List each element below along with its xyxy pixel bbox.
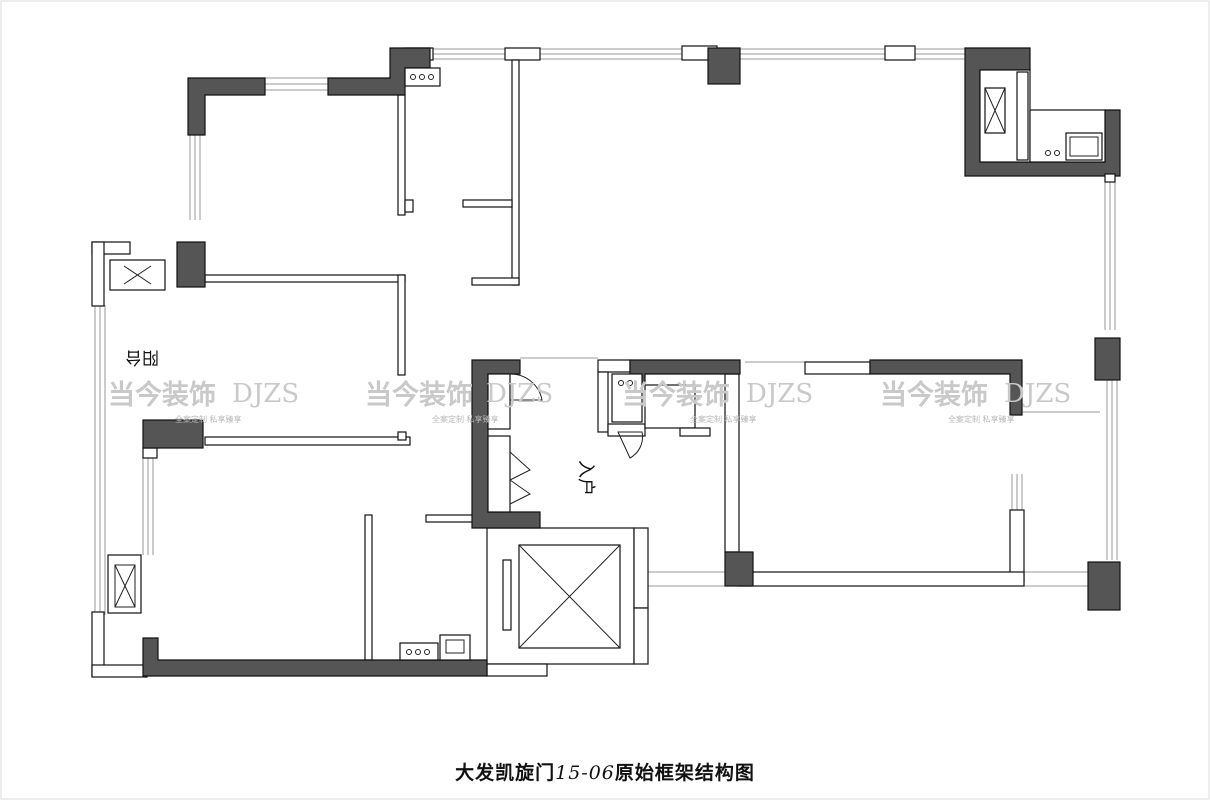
svg-text:当今装饰: 当今装饰: [622, 379, 730, 411]
watermark-1: 当今装饰 DJZS 全案定制 私享臻享: [108, 379, 299, 424]
svg-text:当今装饰: 当今装饰: [880, 379, 988, 411]
svg-text:DJZS: DJZS: [746, 379, 813, 409]
fixtures: [107, 67, 1116, 661]
plan-title-number: 15-06: [555, 762, 615, 784]
svg-text:当今装饰: 当今装饰: [365, 379, 473, 411]
plan-title: 大发凯旋门15-06原始框架结构图: [0, 758, 1210, 785]
structural-walls: [142, 47, 1121, 677]
svg-text:DJZS: DJZS: [486, 379, 553, 409]
svg-text:DJZS: DJZS: [1004, 379, 1071, 409]
wall-top-left: [187, 77, 266, 136]
svg-text:全案定制 私享臻享: 全案定制 私享臻享: [432, 414, 499, 424]
plan-title-suffix: 原始框架结构图: [614, 762, 755, 784]
svg-text:全案定制 私享臻享: 全案定制 私享臻享: [948, 414, 1015, 424]
svg-text:当今装饰: 当今装饰: [108, 379, 216, 411]
balcony-label: 阳台: [125, 347, 159, 367]
watermark-4: 当今装饰 DJZS 全案定制 私享臻享: [880, 379, 1071, 424]
plan-title-prefix: 大发凯旋门: [455, 762, 556, 784]
svg-text:DJZS: DJZS: [232, 379, 299, 409]
watermark-3: 当今装饰 DJZS 全案定制 私享臻享: [622, 379, 813, 424]
entrance-label: 入户: [575, 460, 596, 496]
svg-text:全案定制 私享臻享: 全案定制 私享臻享: [175, 414, 242, 424]
svg-text:全案定制 私享臻享: 全案定制 私享臻享: [690, 414, 757, 424]
watermark-2: 当今装饰 DJZS 全案定制 私享臻享: [365, 379, 553, 424]
window-lines: [94, 48, 1118, 615]
